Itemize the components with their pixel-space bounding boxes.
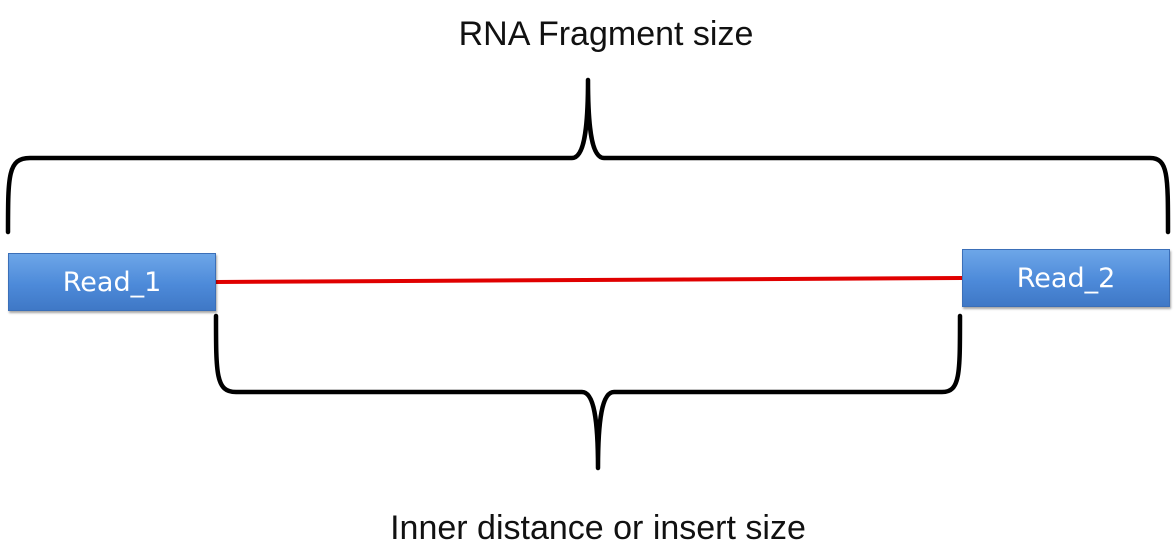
fragment-bracket bbox=[5, 77, 1171, 235]
read-1-label: Read_1 bbox=[62, 266, 162, 298]
read-1-box: Read_1 bbox=[8, 253, 216, 311]
insert-size-label: Inner distance or insert size bbox=[390, 509, 806, 547]
inner-connector-line bbox=[215, 276, 963, 284]
read-2-label: Read_2 bbox=[1016, 262, 1116, 294]
fragment-size-label: RNA Fragment size bbox=[458, 15, 754, 53]
inner-distance-bracket bbox=[213, 313, 963, 471]
read-2-box: Read_2 bbox=[962, 249, 1170, 307]
